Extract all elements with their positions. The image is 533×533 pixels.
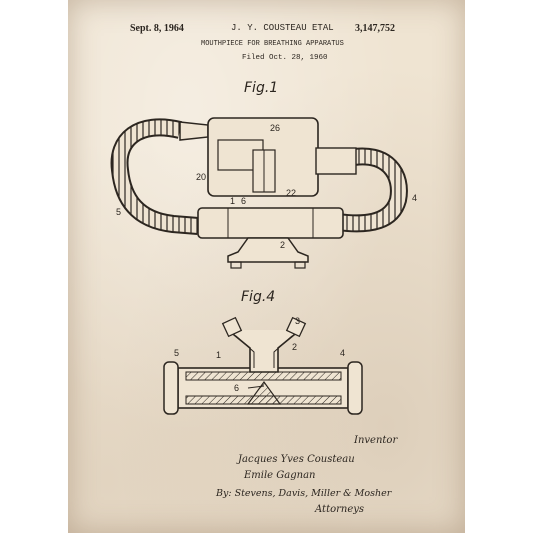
fig1-ref-6: 6	[241, 196, 246, 206]
fig4-ref-6: 6	[234, 383, 239, 393]
fig4-ref-4: 4	[340, 348, 345, 358]
fig1-hose-inner	[112, 120, 199, 233]
fig4-ref-1: 1	[216, 350, 221, 360]
fig1-label: Fig.1	[244, 80, 279, 96]
patent-date: Sept. 8, 1964	[130, 23, 184, 34]
fig4-drawing	[163, 316, 363, 415]
fig4-ref-5: 5	[174, 348, 179, 358]
signature-attorneys: By: Stevens, Davis, Miller & Mosher	[215, 488, 393, 499]
patent-number: 3,147,752	[355, 23, 395, 34]
fig1-ref-2: 2	[280, 240, 285, 250]
patent-sheet: Sept. 8, 1964 J. Y. COUSTEAU ETAL 3,147,…	[68, 0, 465, 533]
fig1-ref-4: 4	[412, 193, 417, 203]
patent-drawing: 26 20 22 1 6 2 4 5 3 2 5 1	[110, 117, 417, 515]
fig1-mouthpiece	[227, 237, 309, 263]
patent-inventor: J. Y. COUSTEAU ETAL	[231, 23, 334, 33]
signature-role: Inventor	[353, 435, 398, 446]
fig1-ref-5: 5	[116, 207, 121, 217]
signature-name2: Emile Gagnan	[243, 470, 315, 481]
patent-title: MOUTHPIECE FOR BREATHING APPARATUS	[201, 40, 344, 48]
fig4-ref-3: 3	[295, 316, 300, 326]
signature-name1: Jacques Yves Cousteau	[236, 454, 355, 465]
fig1-hose-right-inner	[337, 149, 406, 231]
fig4-mouthpiece	[227, 329, 301, 373]
fig1-upper-tube	[179, 121, 209, 141]
fig1-ref-22: 22	[286, 188, 296, 198]
fig1-lower-tube	[197, 207, 344, 239]
signature-attorneys-role: Attorneys	[314, 504, 364, 515]
fig4-diverter	[246, 380, 282, 405]
fig1-ref-1: 1	[230, 196, 235, 206]
fig1-ref-26: 26	[270, 123, 280, 133]
fig4-ref-2: 2	[292, 342, 297, 352]
fig1-drawing	[110, 117, 408, 269]
patent-filed-date: Filed Oct. 28, 1960	[242, 54, 328, 62]
fig1-ref-20: 20	[196, 172, 206, 182]
fig4-label: Fig.4	[241, 289, 276, 305]
